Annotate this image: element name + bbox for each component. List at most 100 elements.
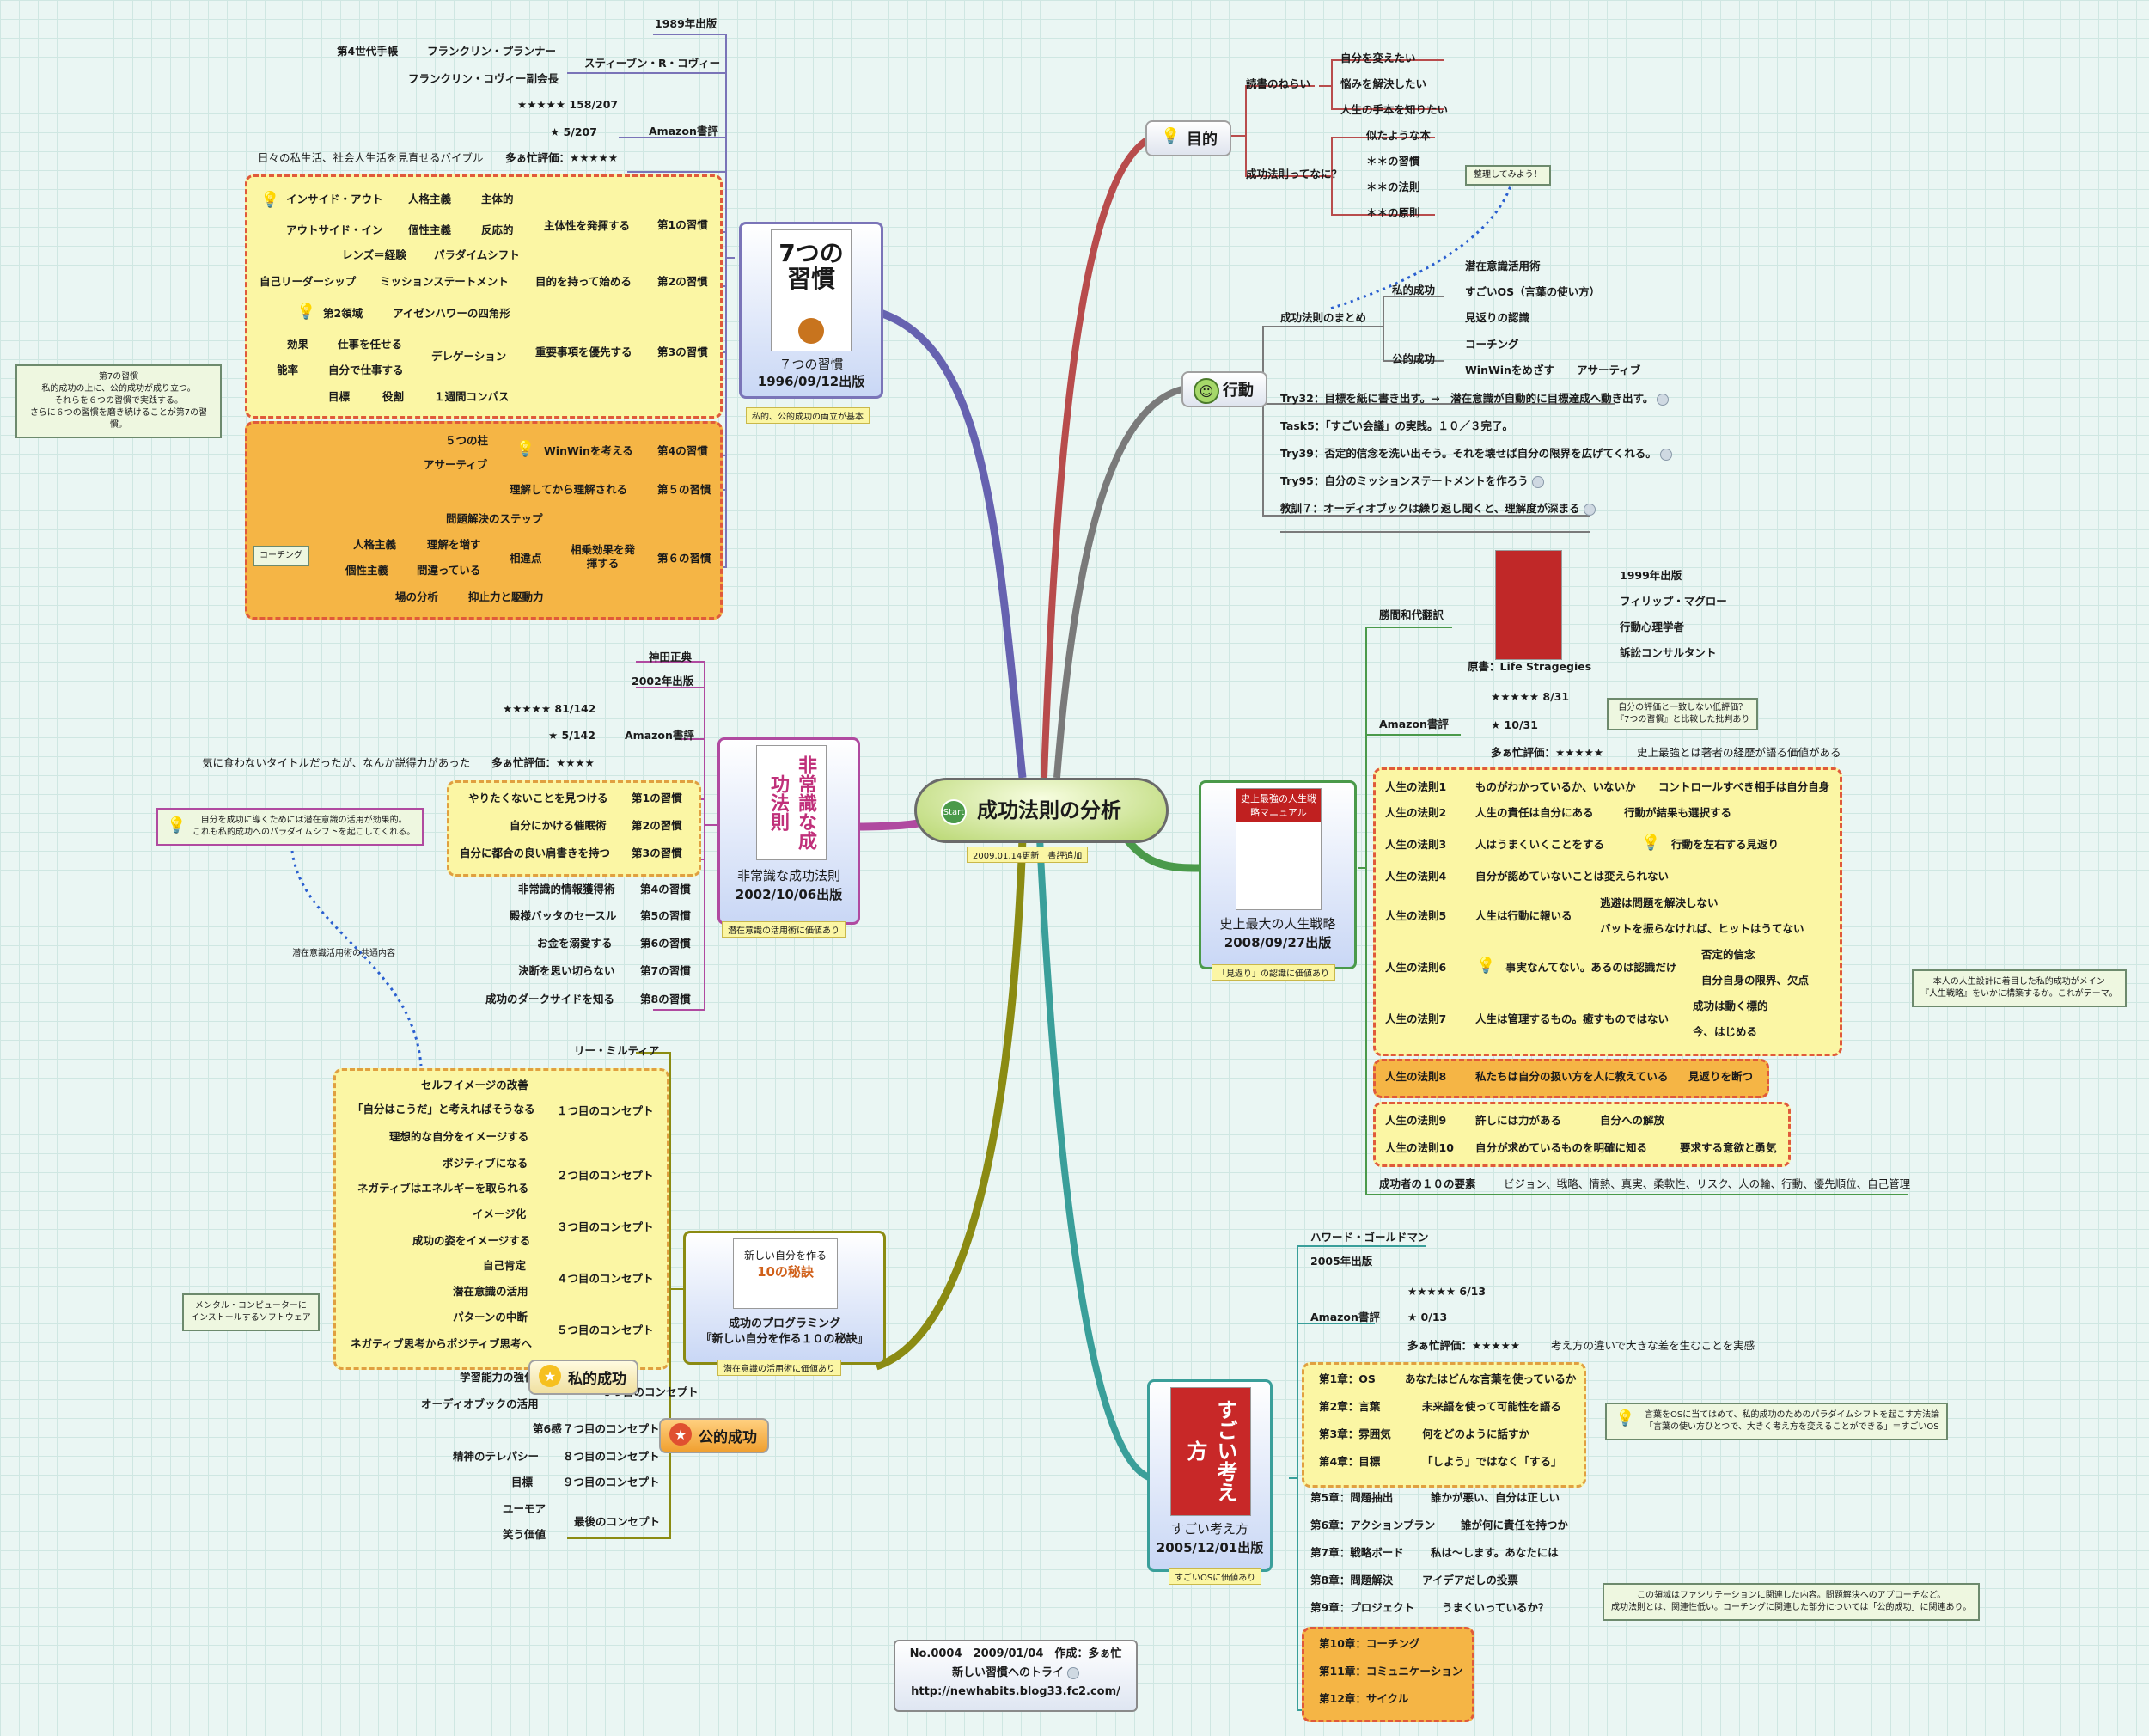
h6-field-analysis: 場の分析 [395,590,439,603]
footer-info: No.0004 2009/01/04 作成：多ぁ忙 新しい習慣へのトライ htt… [894,1640,1138,1712]
book-unconventional[interactable]: 非常識な成功法則 非常識な成功法則 2002/10/06出版 [717,737,860,925]
habit-5[interactable]: 第5の習慣 [640,909,691,922]
habit-5[interactable]: 第５の習慣 [657,483,711,496]
habit-1[interactable]: 第1の習慣 [657,218,708,231]
footer-url[interactable]: http://newhabits.blog33.fc2.com/ [911,1685,1120,1698]
c1-a: セルフイメージの改善 [421,1079,528,1091]
chapter-8[interactable]: 第8章：問題解決 [1310,1574,1394,1586]
c8-a: 精神のテレパシー [453,1450,540,1463]
chapter-6[interactable]: 第6章：アクションプラン [1310,1519,1436,1531]
concept-9[interactable]: ９つ目のコンセプト [563,1476,660,1488]
reading-aim: 読書のねらい [1246,77,1311,90]
chapter-2[interactable]: 第2章：言葉 [1319,1400,1381,1413]
c6-a: 学習能力の強化 [460,1371,535,1384]
law-10-b: 要求する意欲と勇気 [1680,1141,1777,1154]
task-5[interactable]: Task5：「すごい会議」の実践。１０／３完了。 [1280,419,1514,432]
law-4[interactable]: 人生の法則4 [1385,870,1447,883]
law-8[interactable]: 人生の法則8 [1385,1070,1447,1083]
c1-c: 理想的な自分をイメージする [389,1130,529,1143]
law-8-b: 見返りを断つ [1688,1070,1754,1083]
chapter-12[interactable]: 第12章：サイクル [1319,1692,1409,1705]
law-5[interactable]: 人生の法則5 [1385,909,1447,922]
law-1-a: ものがわかっているか、いないか [1475,780,1636,793]
law-1[interactable]: 人生の法則1 [1385,780,1447,793]
habit-8[interactable]: 第8の習慣 [640,993,691,1006]
try-39[interactable]: Try39：否定的信念を洗い出そう。それを壊せば自分の限界を広げてくれる。 [1280,447,1672,461]
book-sugoi-cover: すごい考え方 [1170,1387,1251,1516]
h1-text: やりたくないことを見つける [468,792,608,804]
link-icon[interactable] [1531,475,1544,488]
habit-7[interactable]: 第7の習慣 [640,964,691,977]
law-3[interactable]: 人生の法則3 [1385,838,1447,851]
law-6[interactable]: 人生の法則6 [1385,961,1447,974]
try-32[interactable]: Try32：目標を紙に書き出す。→ 潜在意識が自動的に目標達成へ動き出す。 [1280,392,1670,406]
habit-4[interactable]: 第4の習慣 [640,883,691,896]
book-10-secrets[interactable]: 新しい自分を作る 10の秘訣 成功のプログラミング 『新しい自分を作る１０の秘訣… [683,1231,886,1365]
concept-5[interactable]: ５つ目のコンセプト [557,1323,654,1336]
book-date: 2005/12/01出版 [1156,1540,1264,1556]
laws-1-7-group [1373,767,1842,1056]
author-note-b: 訴訟コンサルタント [1620,646,1717,659]
concept-8[interactable]: ８つ目のコンセプト [563,1450,660,1463]
tabo-note: 気に食わないタイトルだったが、なんか説得力があった [202,756,471,769]
book-life-strategies[interactable]: 史上最強の人生戦略マニュアル 史上最大の人生戦略 2008/09/27出版 [1199,780,1357,969]
habit-6[interactable]: 第６の習慣 [657,552,711,565]
habit-6[interactable]: 第6の習慣 [640,937,691,950]
amazon-1star: ★ 5/142 [548,729,595,742]
c7-a: 第6感 [533,1422,562,1435]
chapter-6-a: 誰が何に責任を持つか [1461,1519,1569,1531]
start-icon-label: Start [943,807,965,817]
amazon-label: Amazon書評 [1310,1311,1380,1323]
chapter-5[interactable]: 第5章：問題抽出 [1310,1491,1394,1504]
law-10[interactable]: 人生の法則10 [1385,1141,1454,1154]
concept-2[interactable]: ２つ目のコンセプト [557,1169,654,1182]
habit-2[interactable]: 第2の習慣 [657,275,708,288]
book-sugoi[interactable]: すごい考え方 すごい考え方 2005/12/01出版 [1147,1379,1273,1572]
c5-b: ネガティブ思考からポジティブ思考へ [351,1337,533,1350]
idea-bulb-icon: 💡 [1161,127,1181,145]
chapters-1-4-group [1302,1362,1586,1488]
h3-quadrant2: 第2領域 [323,307,363,320]
law-10-a: 自分が求めているものを明確に知る [1475,1141,1648,1154]
link-icon[interactable] [1067,1666,1079,1679]
habit-3[interactable]: 第3の習慣 [632,847,682,859]
habit-2[interactable]: 第2の習慣 [632,819,682,832]
chapter-7[interactable]: 第7章：戦略ボード [1310,1546,1404,1559]
organize-note: 整理してみよう！ [1465,165,1551,186]
book-life-strategies-sub: 「見返り」の認識に価値あり [1212,964,1335,981]
chapter-10[interactable]: 第10章：コーチング [1319,1637,1420,1650]
c2-a: ポジティブになる [443,1157,528,1170]
law-2[interactable]: 人生の法則2 [1385,806,1447,819]
habit-3[interactable]: 第3の習慣 [657,345,708,358]
concept-3[interactable]: ３つ目のコンセプト [557,1220,654,1233]
central-topic[interactable]: Start 成功法則の分析 [914,778,1169,843]
chapter-11[interactable]: 第11章：コミュニケーション [1319,1665,1463,1678]
software-note: メンタル・コンピューターに インストールするソフトウェア [182,1293,320,1331]
law-7[interactable]: 人生の法則7 [1385,1012,1447,1025]
book-life-strategies-cover: 史上最強の人生戦略マニュアル [1236,788,1322,910]
chapter-4[interactable]: 第4章：目標 [1319,1455,1381,1468]
law-9[interactable]: 人生の法則9 [1385,1114,1447,1127]
what-is-success-law: 成功法則ってなに？ [1246,168,1342,180]
chapter-9[interactable]: 第9章：プロジェクト [1310,1601,1415,1614]
lesson-7[interactable]: 教訓７：オーディオブックは繰り返し聞くと、理解度が深まる [1280,502,1596,516]
law-6-b: 否定的信念 [1701,948,1755,961]
habit-1[interactable]: 第1の習慣 [632,792,682,804]
book-7-habits[interactable]: 7つの習慣 ７つの習慣 1996/09/12出版 [739,222,883,399]
link-icon[interactable] [1657,393,1670,406]
try-95[interactable]: Try95：自分のミッションステートメントを作ろう [1280,474,1544,488]
aim-2: 悩みを解決したい [1340,77,1427,90]
link-icon[interactable] [1659,448,1672,461]
chapter-1[interactable]: 第1章：OS [1319,1372,1376,1385]
concept-1[interactable]: １つ目のコンセプト [557,1104,654,1117]
link-icon[interactable] [1583,503,1596,516]
habit-4[interactable]: 第4の習慣 [657,444,708,457]
book-date: 2008/09/27出版 [1224,935,1332,951]
concept-4[interactable]: ４つ目のコンセプト [557,1272,654,1285]
purpose-topic[interactable]: 💡 目的 [1145,120,1231,156]
chapter-3[interactable]: 第3章：雰囲気 [1319,1427,1391,1440]
action-topic[interactable]: ☺ 行動 [1181,371,1267,407]
concept-7[interactable]: ７つ目のコンセプト [563,1422,660,1435]
concept-10[interactable]: 最後のコンセプト [574,1515,661,1528]
h3-role: 役割 [382,390,405,403]
